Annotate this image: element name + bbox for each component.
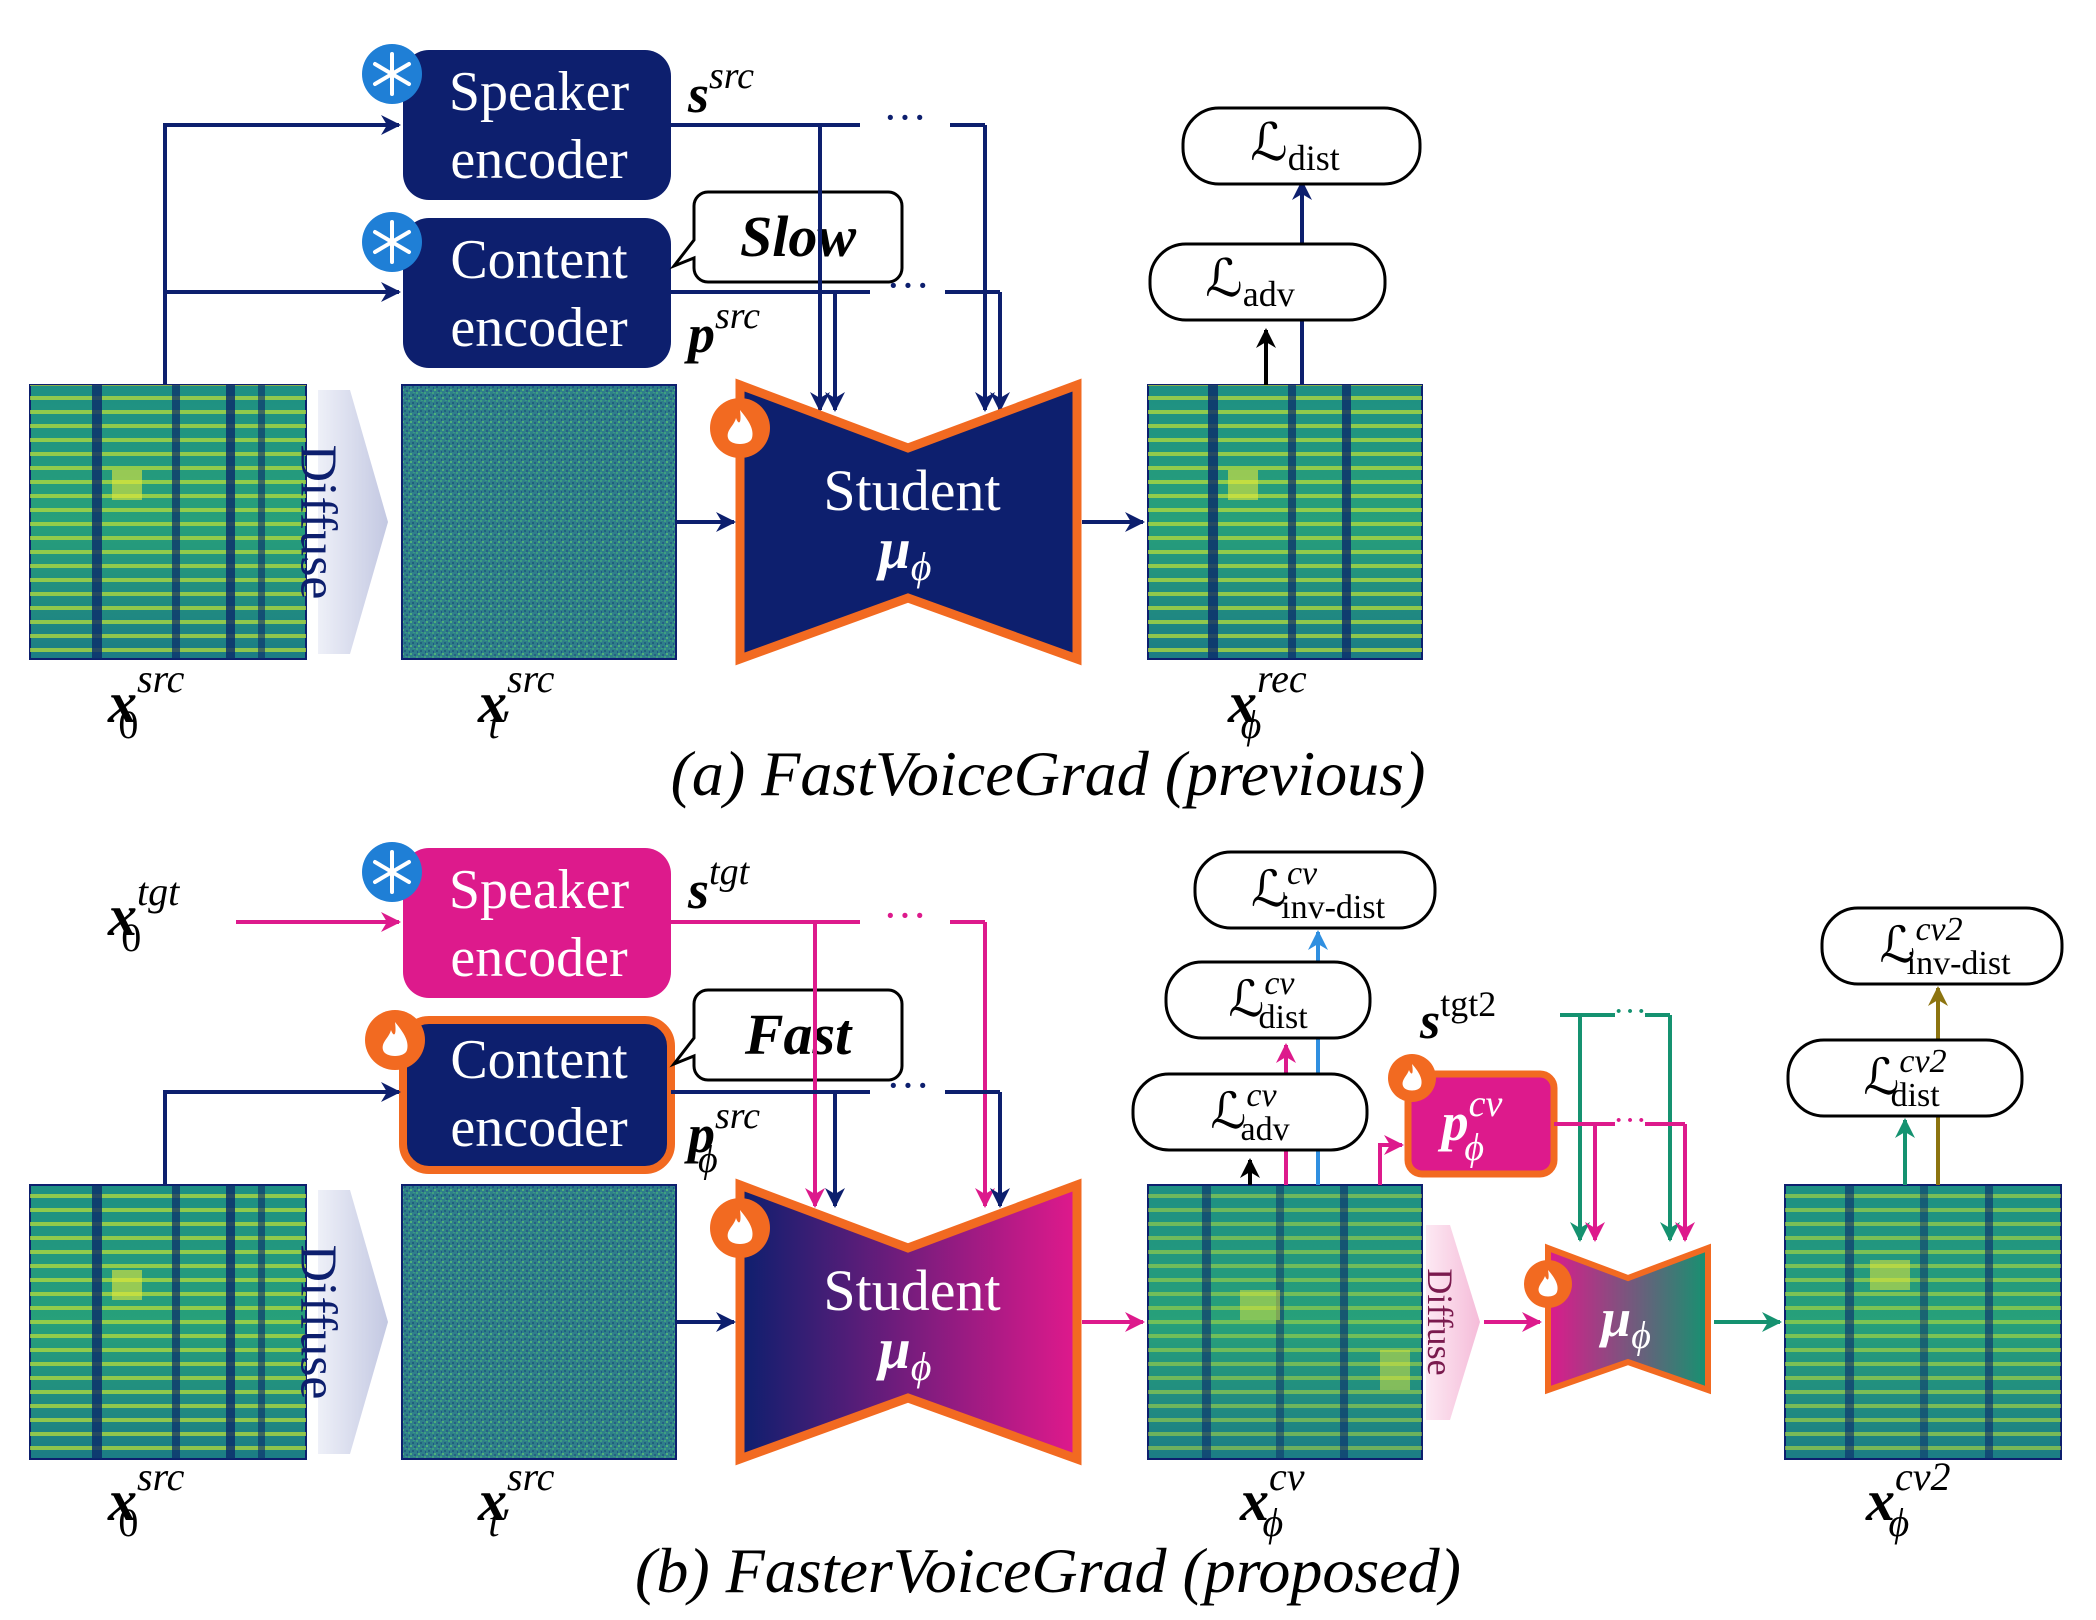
- diffuse-arrow-b: [318, 1190, 388, 1454]
- loss-dist-box-b: [1164, 960, 1372, 1040]
- ellipsis-pcv: ···: [1613, 1102, 1647, 1139]
- small-student-bowtie: [1545, 1243, 1711, 1395]
- arrow-x0-to-speaker-a: [163, 115, 401, 385]
- student-mu-a: μϕ: [876, 516, 932, 589]
- spectrogram-xt-src-a: [401, 384, 677, 660]
- speaker-encoder-b: [403, 848, 671, 998]
- student-bowtie-a: [735, 378, 1082, 666]
- content-encoder-label-a-1: Content: [450, 229, 628, 291]
- label-p-src-a: psrc: [684, 295, 760, 364]
- label-s-src-a: ssrc: [687, 55, 754, 124]
- loss-dist2-box: [1786, 1038, 2024, 1118]
- label-s-tgt2: stgt2: [1419, 984, 1496, 1050]
- diffuse-arrow-small-b: [1426, 1225, 1480, 1420]
- flame-icon: [1524, 1260, 1572, 1308]
- ellipsis-p-b: ···: [886, 1061, 930, 1110]
- speaker-encoder-a: [403, 50, 671, 200]
- content-encoder-label-b-2: encoder: [450, 1097, 628, 1159]
- snowflake-icon: [362, 842, 422, 902]
- spectrogram-x-cv: [1147, 1184, 1423, 1460]
- flame-icon: [1388, 1054, 1436, 1102]
- flame-icon: [365, 1010, 425, 1070]
- loss-adv-box-b: [1131, 1072, 1369, 1152]
- content-encoder-label-b-1: Content: [450, 1029, 628, 1091]
- content-encoder-label-a-2: encoder: [450, 297, 628, 359]
- caption-a: (a) FastVoiceGrad (previous): [671, 738, 1426, 809]
- diffuse-label-a: Diffuse: [290, 444, 347, 599]
- loss-invdist-box: [1193, 850, 1437, 930]
- loss-invdist2-box: [1820, 906, 2064, 986]
- loss-dist-box-a: [1181, 106, 1422, 186]
- speaker-encoder-label-b-1: Speaker: [449, 859, 630, 921]
- ellipsis-p-a: ···: [886, 261, 930, 310]
- flame-icon: [710, 1198, 770, 1258]
- panel-b: Diffuse Diffuse Speaker encoder Content …: [29, 842, 2064, 1606]
- spectrogram-x0-src-b: [29, 1184, 307, 1460]
- ellipsis-s-a: ···: [883, 93, 927, 142]
- loss-adv-box-a: [1148, 242, 1387, 322]
- small-student-mu: μϕ: [1598, 1288, 1651, 1357]
- content-encoder-b: [399, 1016, 675, 1174]
- snowflake-icon: [362, 212, 422, 272]
- student-label-a: Student: [823, 458, 1000, 523]
- speaker-encoder-label-a-1: Speaker: [449, 61, 630, 123]
- spectrogram-x-cv2: [1784, 1184, 2062, 1460]
- diffuse-label-small-b: Diffuse: [1420, 1268, 1460, 1375]
- spectrogram-x-rec-a: [1147, 384, 1423, 660]
- spectrogram-xt-src-b: [401, 1184, 677, 1460]
- diffuse-label-b: Diffuse: [290, 1244, 347, 1399]
- callout-fast: [669, 988, 904, 1082]
- student-mu-b: μϕ: [876, 1316, 932, 1389]
- speaker-encoder-label-a-2: encoder: [450, 129, 628, 191]
- caption-b: (b) FasterVoiceGrad (proposed): [635, 1535, 1461, 1606]
- loss-adv-label-a: ℒadv: [1205, 251, 1294, 314]
- snowflake-icon: [362, 44, 422, 104]
- callout-slow: [669, 190, 904, 284]
- spectrogram-x0-src-a: [29, 384, 307, 660]
- loss-dist-label-a: ℒdist: [1250, 115, 1339, 178]
- label-s-tgt: stgt: [687, 851, 751, 920]
- speaker-encoder-label-b-2: encoder: [450, 927, 628, 989]
- arrow-xcv-to-pcv: [1378, 1135, 1404, 1185]
- callout-slow-text: Slow: [740, 204, 856, 269]
- student-label-b: Student: [823, 1258, 1000, 1323]
- diffuse-arrow-a: [318, 390, 388, 654]
- content-encoder-a: [403, 218, 671, 368]
- ellipsis-s2: ···: [1613, 993, 1647, 1030]
- arrow-x0src-to-content-b: [163, 1082, 401, 1185]
- flame-icon: [710, 398, 770, 458]
- callout-fast-text: Fast: [744, 1002, 853, 1067]
- ellipsis-s-b: ···: [883, 891, 927, 940]
- panel-a: Diffuse Speaker encoder Content encoder …: [29, 44, 1426, 809]
- student-bowtie-b: [735, 1178, 1082, 1466]
